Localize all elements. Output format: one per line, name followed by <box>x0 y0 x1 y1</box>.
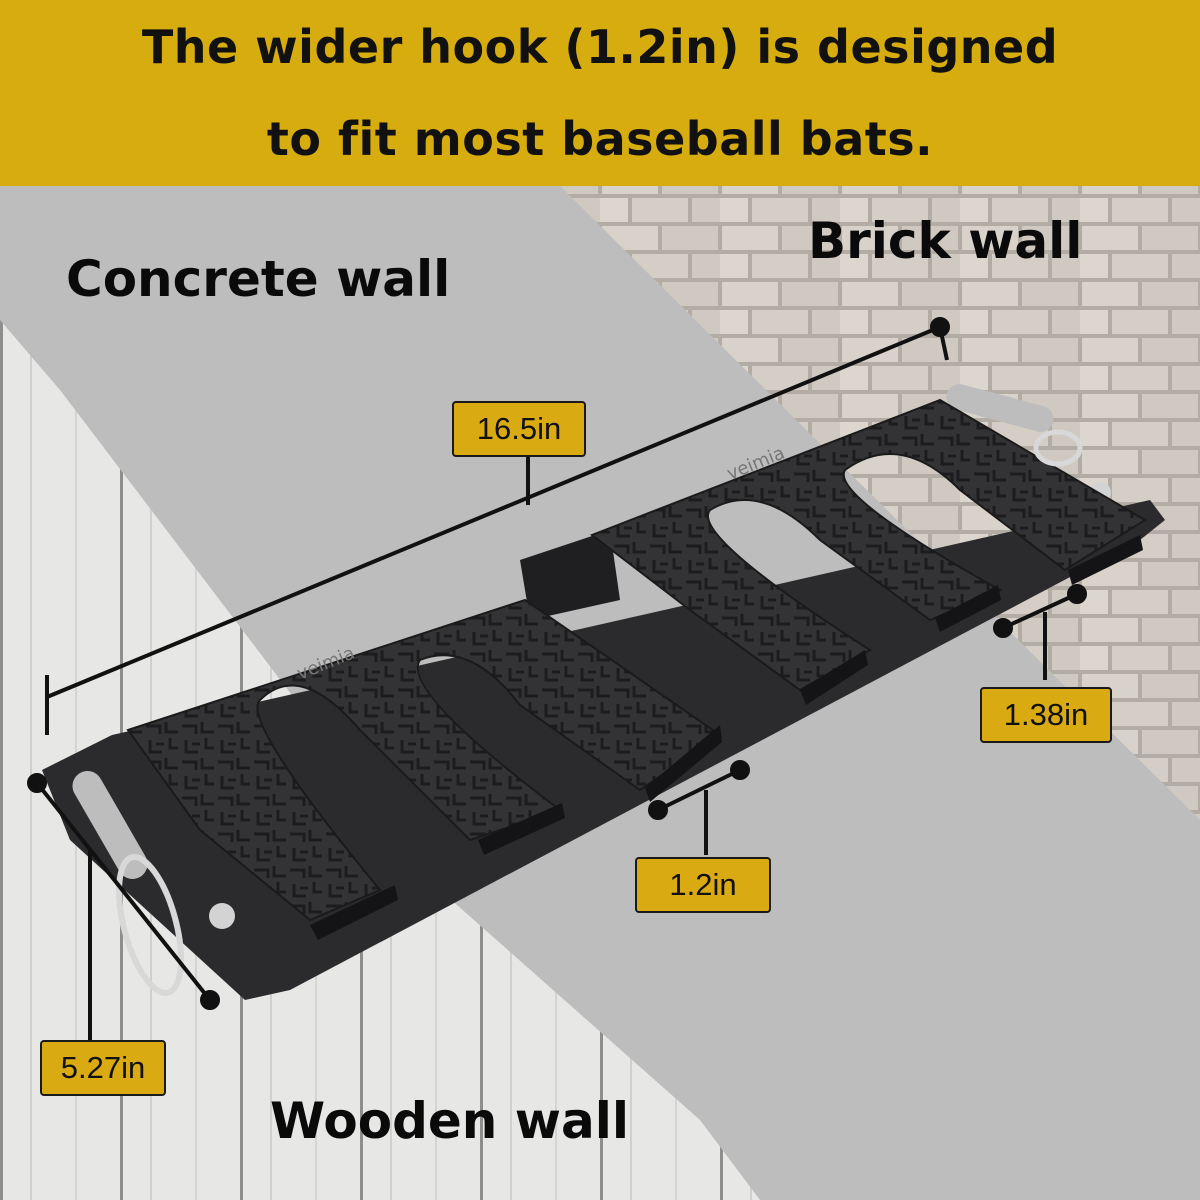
wooden-wall-texture <box>0 320 760 1200</box>
carabiner-right <box>1033 429 1083 467</box>
wooden-wall-label: Wooden wall <box>270 1092 629 1150</box>
hook-depth-label: 1.38in <box>980 687 1112 743</box>
mounting-slot-right <box>946 384 1054 432</box>
brick-wall-texture <box>560 186 1200 820</box>
rubber-pad-right <box>589 398 1147 692</box>
dimension-line-hook-width <box>648 760 750 855</box>
hook-lip-6 <box>1068 535 1143 585</box>
dimension-line-length <box>45 317 950 735</box>
rack-back-plate <box>520 530 620 620</box>
dimension-line-height <box>27 773 220 1040</box>
hook-lip-5 <box>935 585 1001 632</box>
hook-width-label: 1.2in <box>635 857 771 913</box>
height-label: 5.27in <box>40 1040 166 1096</box>
headline-line-1: The wider hook (1.2in) is designed <box>141 20 1059 74</box>
mounting-slot-left <box>72 771 148 879</box>
hook-lip-1 <box>310 885 398 940</box>
brick-wall-label: Brick wall <box>808 212 1083 270</box>
headline-line-2: to fit most baseball bats. <box>266 112 934 166</box>
concrete-wall-label: Concrete wall <box>66 250 451 308</box>
hook-lip-4 <box>800 650 868 705</box>
screw-hole-left <box>209 903 235 929</box>
dimension-line-hook-depth <box>993 584 1087 680</box>
carabiner-left <box>116 854 184 996</box>
headline-banner: The wider hook (1.2in) is designed to fi… <box>0 0 1200 186</box>
length-label: 16.5in <box>452 401 586 457</box>
hook-lip-2 <box>478 803 565 855</box>
hook-lip-3 <box>645 725 722 802</box>
